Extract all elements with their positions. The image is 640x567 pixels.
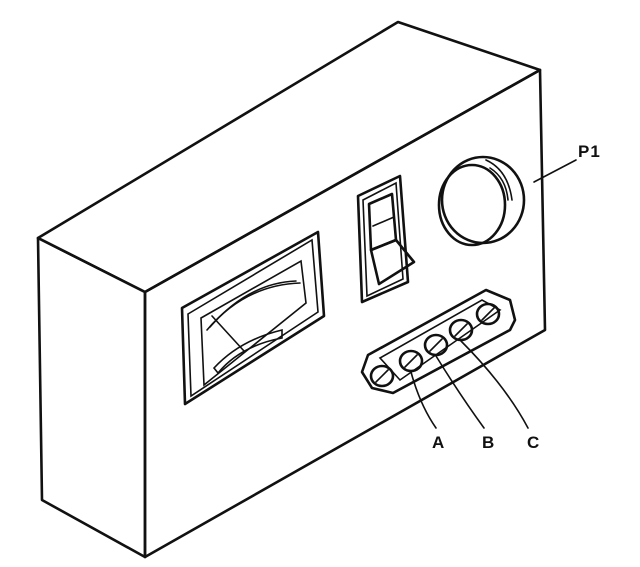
label-a: A [432, 433, 446, 452]
enclosure-box [36, 20, 547, 559]
terminal-strip-icon [360, 288, 517, 395]
terminal-screw-4[interactable] [475, 302, 501, 326]
leader-line-p1 [533, 159, 577, 183]
rocker-switch-icon[interactable] [356, 174, 416, 304]
terminal-screw-1[interactable] [369, 364, 395, 388]
potentiometer-knob-icon[interactable] [437, 155, 526, 247]
enclosure-front-face [143, 68, 547, 559]
enclosure-top-face [36, 20, 542, 294]
label-c: C [527, 433, 541, 452]
panel-meter-icon [180, 230, 326, 406]
label-b: B [482, 433, 496, 452]
terminal-screw-c[interactable] [448, 318, 474, 342]
leader-line-a [410, 371, 437, 429]
leader-line-b [435, 355, 485, 429]
leader-line-c [460, 340, 529, 429]
enclosure-left-face [36, 236, 147, 559]
label-p1: P1 [578, 142, 601, 161]
terminal-screw-b[interactable] [423, 333, 449, 357]
leader-lines [410, 159, 577, 429]
terminal-screw-a[interactable] [398, 349, 424, 373]
